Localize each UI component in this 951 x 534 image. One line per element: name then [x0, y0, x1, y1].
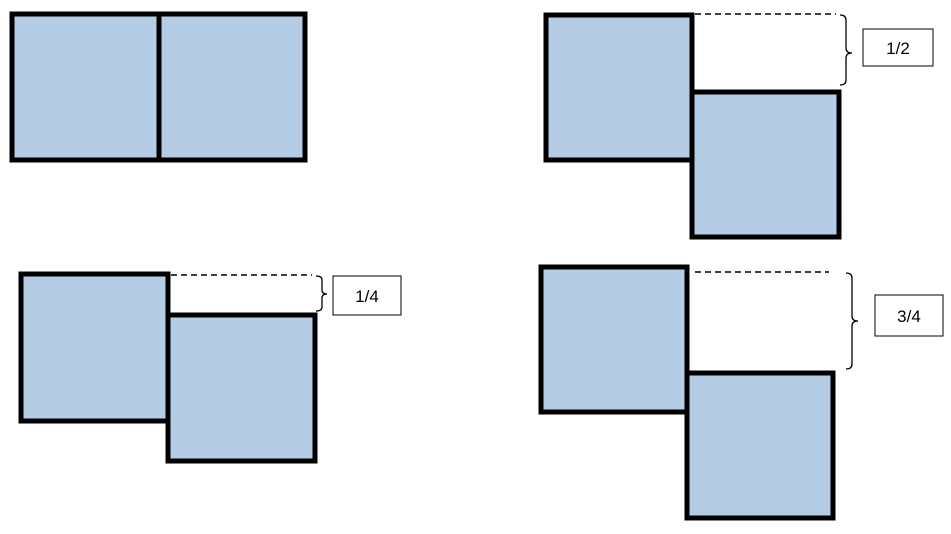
left-square [538, 264, 690, 415]
panel-half-offset: 1/2 [543, 12, 934, 240]
right-square [156, 11, 308, 163]
panel-quarter-offset: 1/4 [18, 271, 402, 464]
offset-brace [315, 275, 328, 312]
left-square [543, 12, 695, 163]
panel-no-offset [9, 11, 308, 163]
panel-three-quarter-offset: 3/4 [538, 264, 944, 521]
offset-brace [845, 272, 859, 370]
left-square [9, 11, 162, 163]
offset-label-box [332, 275, 402, 316]
offset-label-box [874, 294, 944, 337]
left-square [18, 271, 171, 424]
right-square [684, 370, 836, 521]
offset-label-box [862, 28, 934, 67]
right-square [165, 312, 318, 464]
offset-label: 1/4 [355, 287, 379, 306]
right-square [689, 89, 842, 240]
offset-label: 1/2 [886, 39, 910, 58]
offset-label: 3/4 [897, 307, 921, 326]
offset-brace [839, 14, 853, 86]
